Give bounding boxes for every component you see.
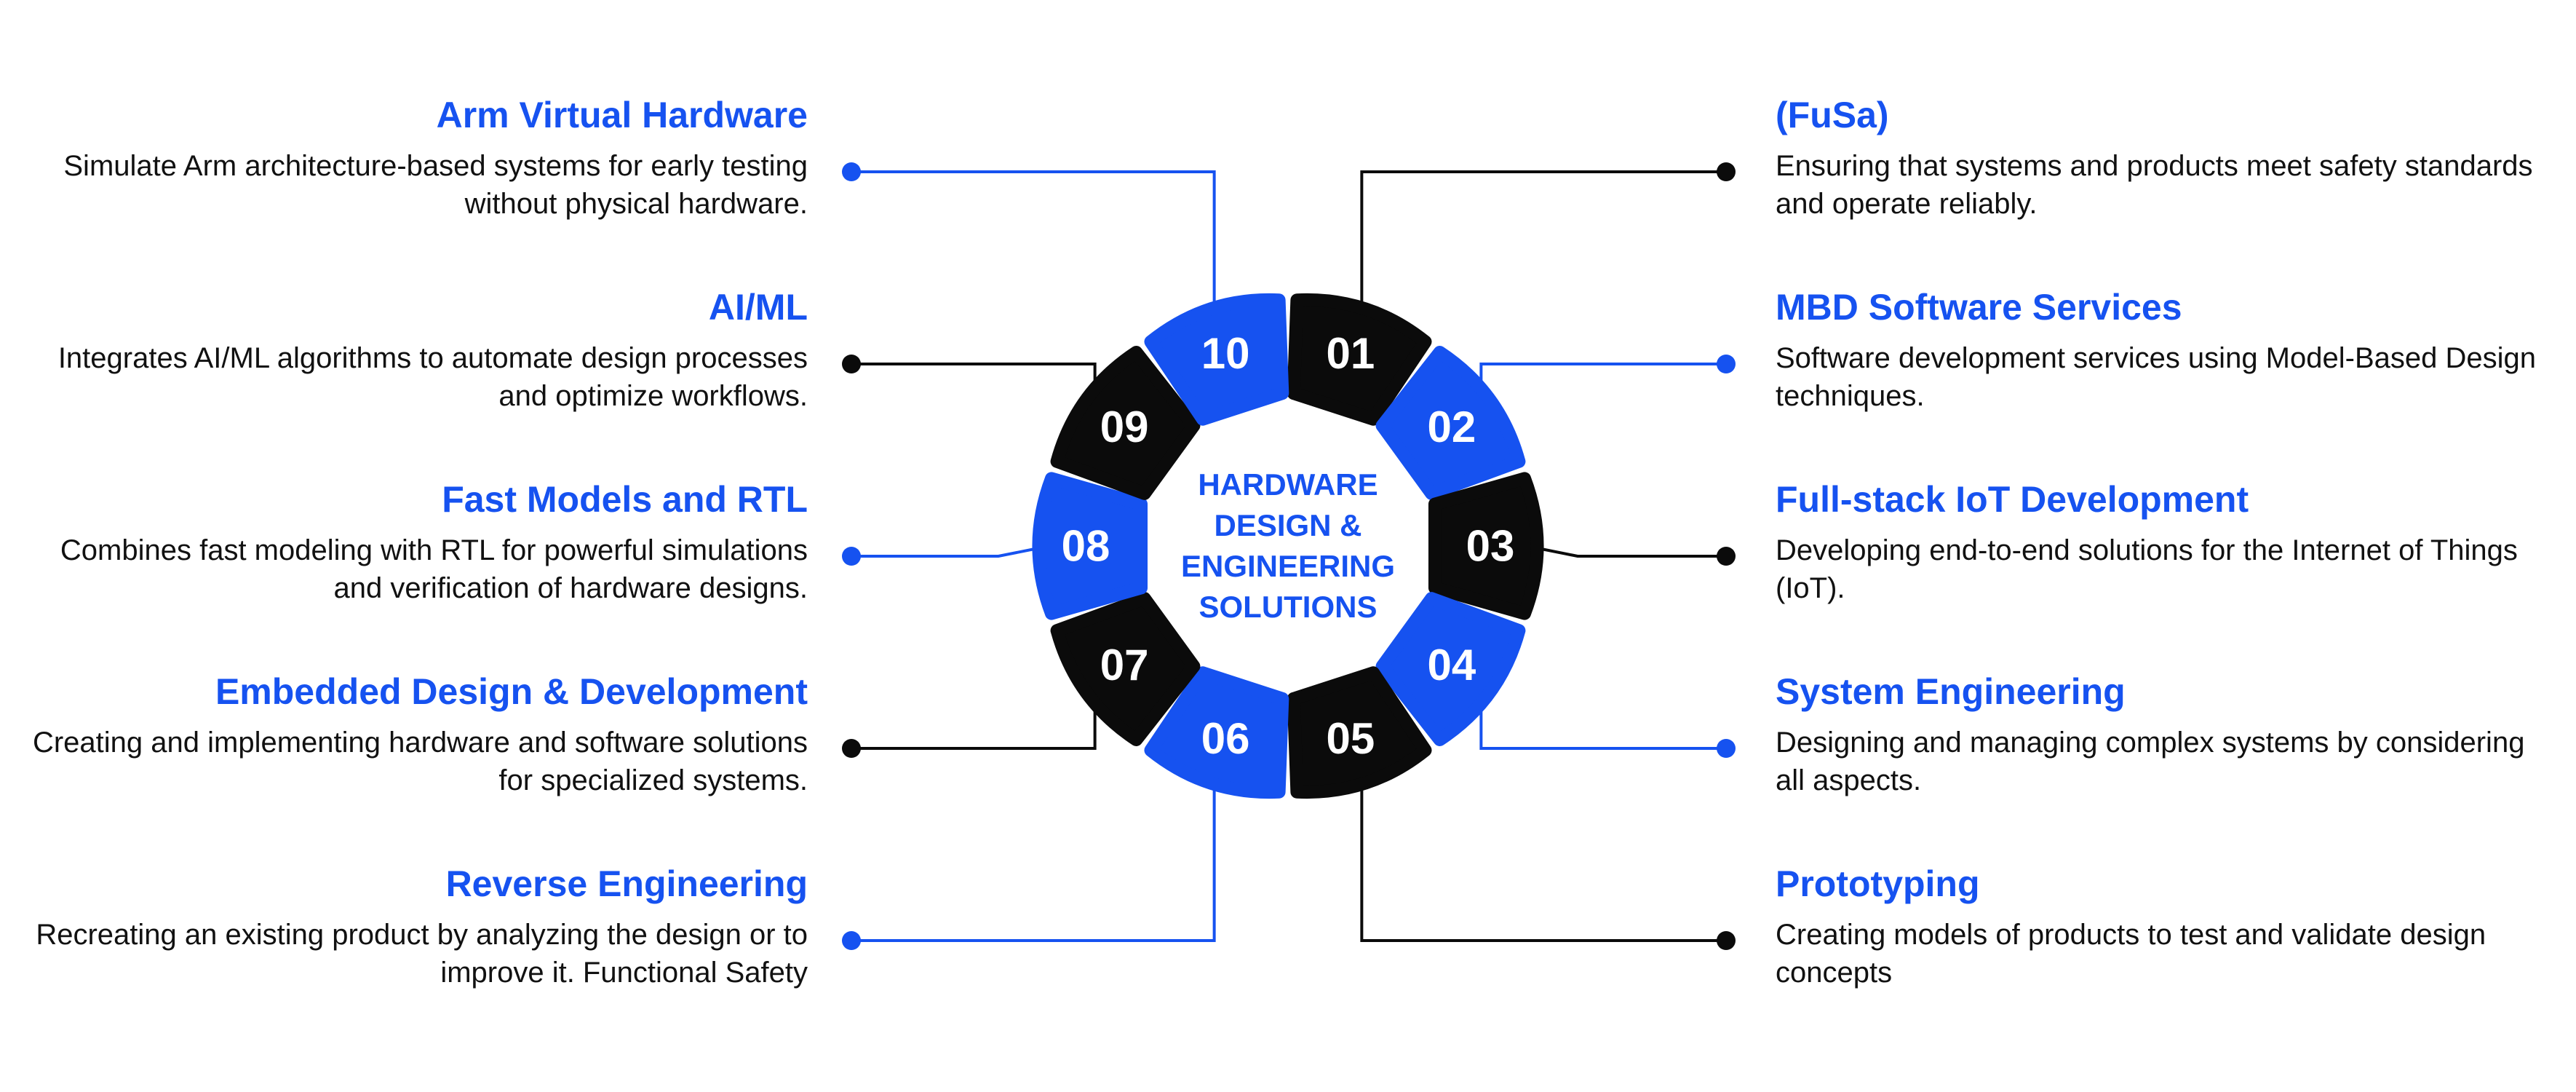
left-item-4: Embedded Design & Development Creating a…: [22, 670, 808, 799]
item-description: Developing end-to-end solutions for the …: [1776, 534, 2518, 604]
segment-shape: [1050, 592, 1201, 746]
item-description: Integrates AI/ML algorithms to automate …: [57, 342, 808, 412]
right-connector-04: [1479, 686, 1726, 750]
item-title: Prototyping: [1776, 863, 1980, 904]
connector-lines: [842, 162, 1736, 950]
segment-10: 10: [1144, 293, 1289, 426]
segment-shape: [1144, 293, 1289, 426]
segment-shape: [1375, 592, 1526, 746]
left-item-5: Reverse Engineering Recreating an existi…: [22, 862, 808, 992]
item-title: Embedded Design & Development: [215, 671, 808, 712]
segment-01: 01: [1287, 293, 1432, 426]
left-item-1: Arm Virtual Hardware Simulate Arm archit…: [22, 93, 808, 223]
right-connector-01: [1360, 170, 1726, 320]
right-connector-dot-04: [1717, 739, 1736, 758]
item-description: Ensuring that systems and products meet …: [1776, 150, 2533, 220]
item-title: System Engineering: [1776, 671, 2126, 712]
left-item-2: AI/ML Integrates AI/ML algorithms to aut…: [22, 285, 808, 415]
segment-09: 09: [1050, 346, 1201, 500]
segment-number: 01: [1327, 329, 1375, 378]
item-title: Fast Models and RTL: [442, 479, 808, 520]
center-title-line: DESIGN &: [1214, 508, 1361, 542]
item-title: (FuSa): [1776, 95, 1889, 135]
item-description: Simulate Arm architecture-based systems …: [63, 150, 808, 220]
left-connector-dot-08: [842, 547, 861, 566]
right-connector-03: [1526, 545, 1726, 558]
item-description: Recreating an existing product by analyz…: [36, 919, 808, 989]
segment-number: 10: [1201, 329, 1250, 378]
center-title-line: HARDWARE: [1198, 467, 1378, 502]
item-title: AI/ML: [708, 287, 808, 328]
left-connector-dot-10: [842, 162, 861, 181]
left-connector-dot-07: [842, 739, 861, 758]
item-title: Reverse Engineering: [445, 863, 808, 904]
segment-shape: [1050, 346, 1201, 500]
segment-number: 04: [1428, 641, 1476, 689]
item-title: Full-stack IoT Development: [1776, 479, 2249, 520]
item-title: Arm Virtual Hardware: [436, 95, 808, 135]
segment-shape: [1144, 666, 1289, 799]
left-connector-07: [851, 686, 1097, 750]
item-title: MBD Software Services: [1776, 287, 2182, 328]
left-item-3: Fast Models and RTL Combines fast modeli…: [22, 478, 808, 607]
segment-number: 08: [1062, 522, 1110, 571]
right-connector-05: [1360, 772, 1726, 942]
segment-shape: [1375, 346, 1526, 500]
right-connector-dot-01: [1717, 162, 1736, 181]
left-connector-08: [851, 545, 1050, 558]
segment-05: 05: [1287, 666, 1432, 799]
segment-shape: [1032, 472, 1148, 620]
segment-shape: [1287, 666, 1432, 799]
center-title: HARDWARE DESIGN & ENGINEERING SOLUTIONS: [1181, 467, 1395, 624]
right-connector-02: [1479, 363, 1726, 406]
segment-03: 03: [1428, 472, 1544, 620]
segment-shape: [1287, 293, 1432, 426]
right-connector-dot-03: [1717, 547, 1736, 566]
item-description: Creating and implementing hardware and s…: [32, 727, 808, 796]
segment-08: 08: [1032, 472, 1148, 620]
right-connector-dot-05: [1717, 931, 1736, 950]
center-title-line: ENGINEERING: [1181, 549, 1395, 583]
right-item-4: System Engineering Designing and managin…: [1776, 670, 2561, 799]
segment-number: 06: [1201, 714, 1250, 763]
segment-ring: 01 02 03 04 05 06 07 08 09 10: [1032, 293, 1544, 799]
left-connector-dot-09: [842, 355, 861, 373]
segment-shape: [1428, 472, 1544, 620]
right-item-3: Full-stack IoT Development Developing en…: [1776, 478, 2561, 607]
segment-07: 07: [1050, 592, 1201, 746]
segment-number: 05: [1327, 714, 1375, 763]
segment-number: 07: [1100, 641, 1149, 689]
right-item-2: MBD Software Services Software developme…: [1776, 285, 2561, 415]
item-description: Designing and managing complex systems b…: [1776, 727, 2525, 796]
left-connector-09: [851, 363, 1097, 406]
item-description: Software development services using Mode…: [1776, 342, 2536, 412]
segment-number: 09: [1100, 403, 1149, 451]
segment-number: 03: [1466, 522, 1515, 571]
item-description: Combines fast modeling with RTL for powe…: [60, 534, 808, 604]
segment-06: 06: [1144, 666, 1289, 799]
left-connector-dot-06: [842, 931, 861, 950]
right-item-5: Prototyping Creating models of products …: [1776, 862, 2561, 992]
right-connector-dot-02: [1717, 355, 1736, 373]
item-description: Creating models of products to test and …: [1776, 919, 2486, 989]
segment-04: 04: [1375, 592, 1526, 746]
center-title-line: SOLUTIONS: [1198, 590, 1377, 624]
segment-02: 02: [1375, 346, 1526, 500]
right-item-1: (FuSa) Ensuring that systems and product…: [1776, 93, 2561, 223]
segment-number: 02: [1428, 403, 1476, 451]
left-connector-10: [851, 170, 1216, 320]
left-connector-06: [851, 772, 1216, 942]
